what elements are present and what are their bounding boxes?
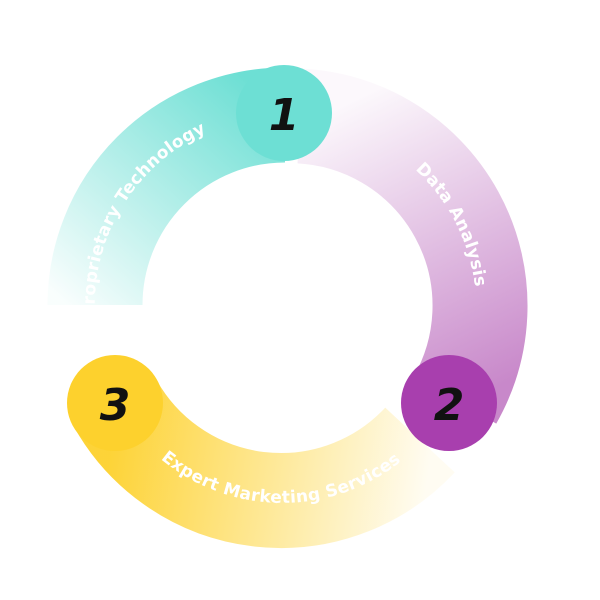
arc-expert-marketing-services [73,378,455,548]
step-1-badge: 1 [236,65,332,161]
step-3-number: 3 [100,380,131,431]
step-3-circle [67,355,163,451]
step-3-badge: 3 [67,355,163,451]
step-2-number: 2 [434,380,465,431]
step-2-circle [401,355,497,451]
step-1-number: 1 [269,90,300,141]
step-1-circle [236,65,332,161]
step-2-badge: 2 [401,355,497,451]
arc-data-analysis [296,68,528,424]
